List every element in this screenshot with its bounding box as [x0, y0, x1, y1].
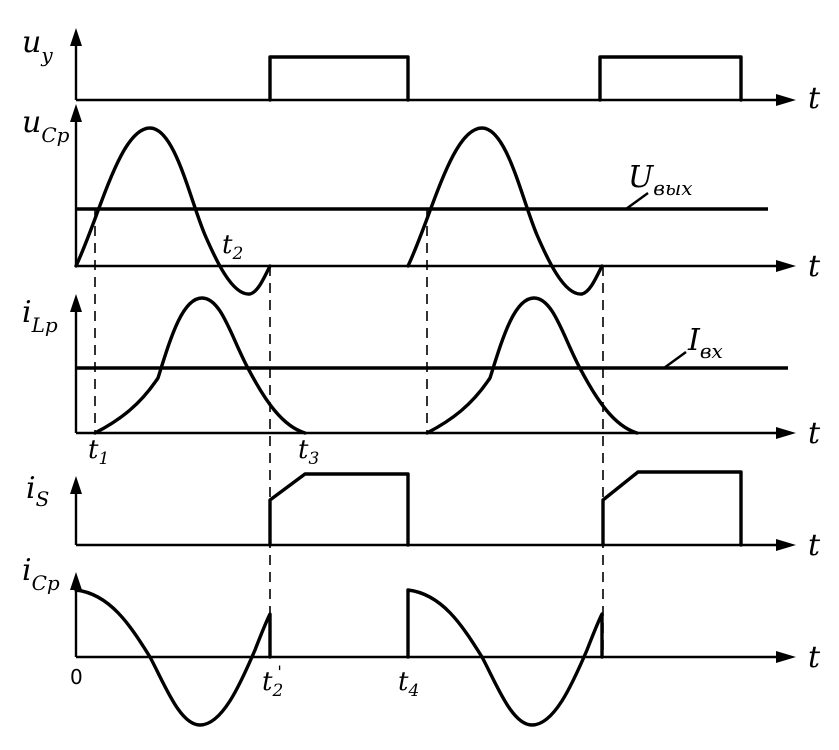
- t4-label: t4: [398, 667, 419, 701]
- is-pulse-1: [268, 472, 410, 547]
- panel-ilp: iLp t Iвх t1 t3: [22, 294, 821, 469]
- panel-ucp: uCp t Uвых t2: [22, 104, 821, 296]
- icp-wave-2: [406, 588, 604, 727]
- panel-uy: uy t: [22, 25, 821, 116]
- icp-y-label: iCp: [22, 553, 60, 595]
- t2-prime-label: t2': [262, 663, 283, 701]
- uy-x-arrow: [776, 94, 796, 106]
- t2-label: t2: [222, 230, 243, 264]
- is-y-arrow: [70, 476, 82, 494]
- ucp-x-label: t: [808, 249, 821, 284]
- u-out-leader: [625, 192, 649, 210]
- ilp-x-label: t: [808, 416, 821, 451]
- ucp-y-label: uCp: [22, 105, 70, 147]
- uy-y-label: uy: [22, 25, 53, 67]
- t1-label: t1: [88, 435, 109, 469]
- icp-wave-1: [74, 588, 272, 727]
- panel-is: iS t: [26, 470, 821, 563]
- is-y-label: iS: [26, 471, 49, 511]
- ucp-wave-1: [74, 126, 272, 296]
- uy-pulse-1: [268, 55, 410, 102]
- ilp-x-arrow: [776, 427, 796, 439]
- ilp-y-label: iLp: [22, 295, 58, 337]
- u-out-label: Uвых: [628, 160, 693, 200]
- icp-y-arrow: [70, 572, 82, 590]
- origin-label: 0: [70, 665, 83, 689]
- uy-x-label: t: [808, 81, 821, 116]
- uy-y-arrow: [70, 28, 82, 46]
- ucp-x-arrow: [776, 260, 796, 272]
- icp-x-arrow: [776, 651, 796, 663]
- icp-x-label: t: [808, 640, 821, 675]
- ilp-y-arrow: [70, 294, 82, 312]
- uy-pulse-2: [598, 55, 743, 102]
- panel-icp: iCp t 0 t2' t4: [22, 553, 821, 727]
- is-x-label: t: [808, 528, 821, 563]
- t3-label: t3: [298, 435, 319, 469]
- i-in-label: Iвх: [687, 323, 723, 363]
- time-markers: [94, 209, 604, 657]
- is-pulse-2: [601, 470, 743, 547]
- ilp-wave-1: [93, 296, 307, 435]
- ucp-y-arrow: [70, 104, 82, 122]
- i-in-leader: [663, 351, 687, 369]
- ucp-wave-2: [406, 126, 604, 296]
- ilp-wave-2: [425, 296, 639, 435]
- is-x-arrow: [776, 539, 796, 551]
